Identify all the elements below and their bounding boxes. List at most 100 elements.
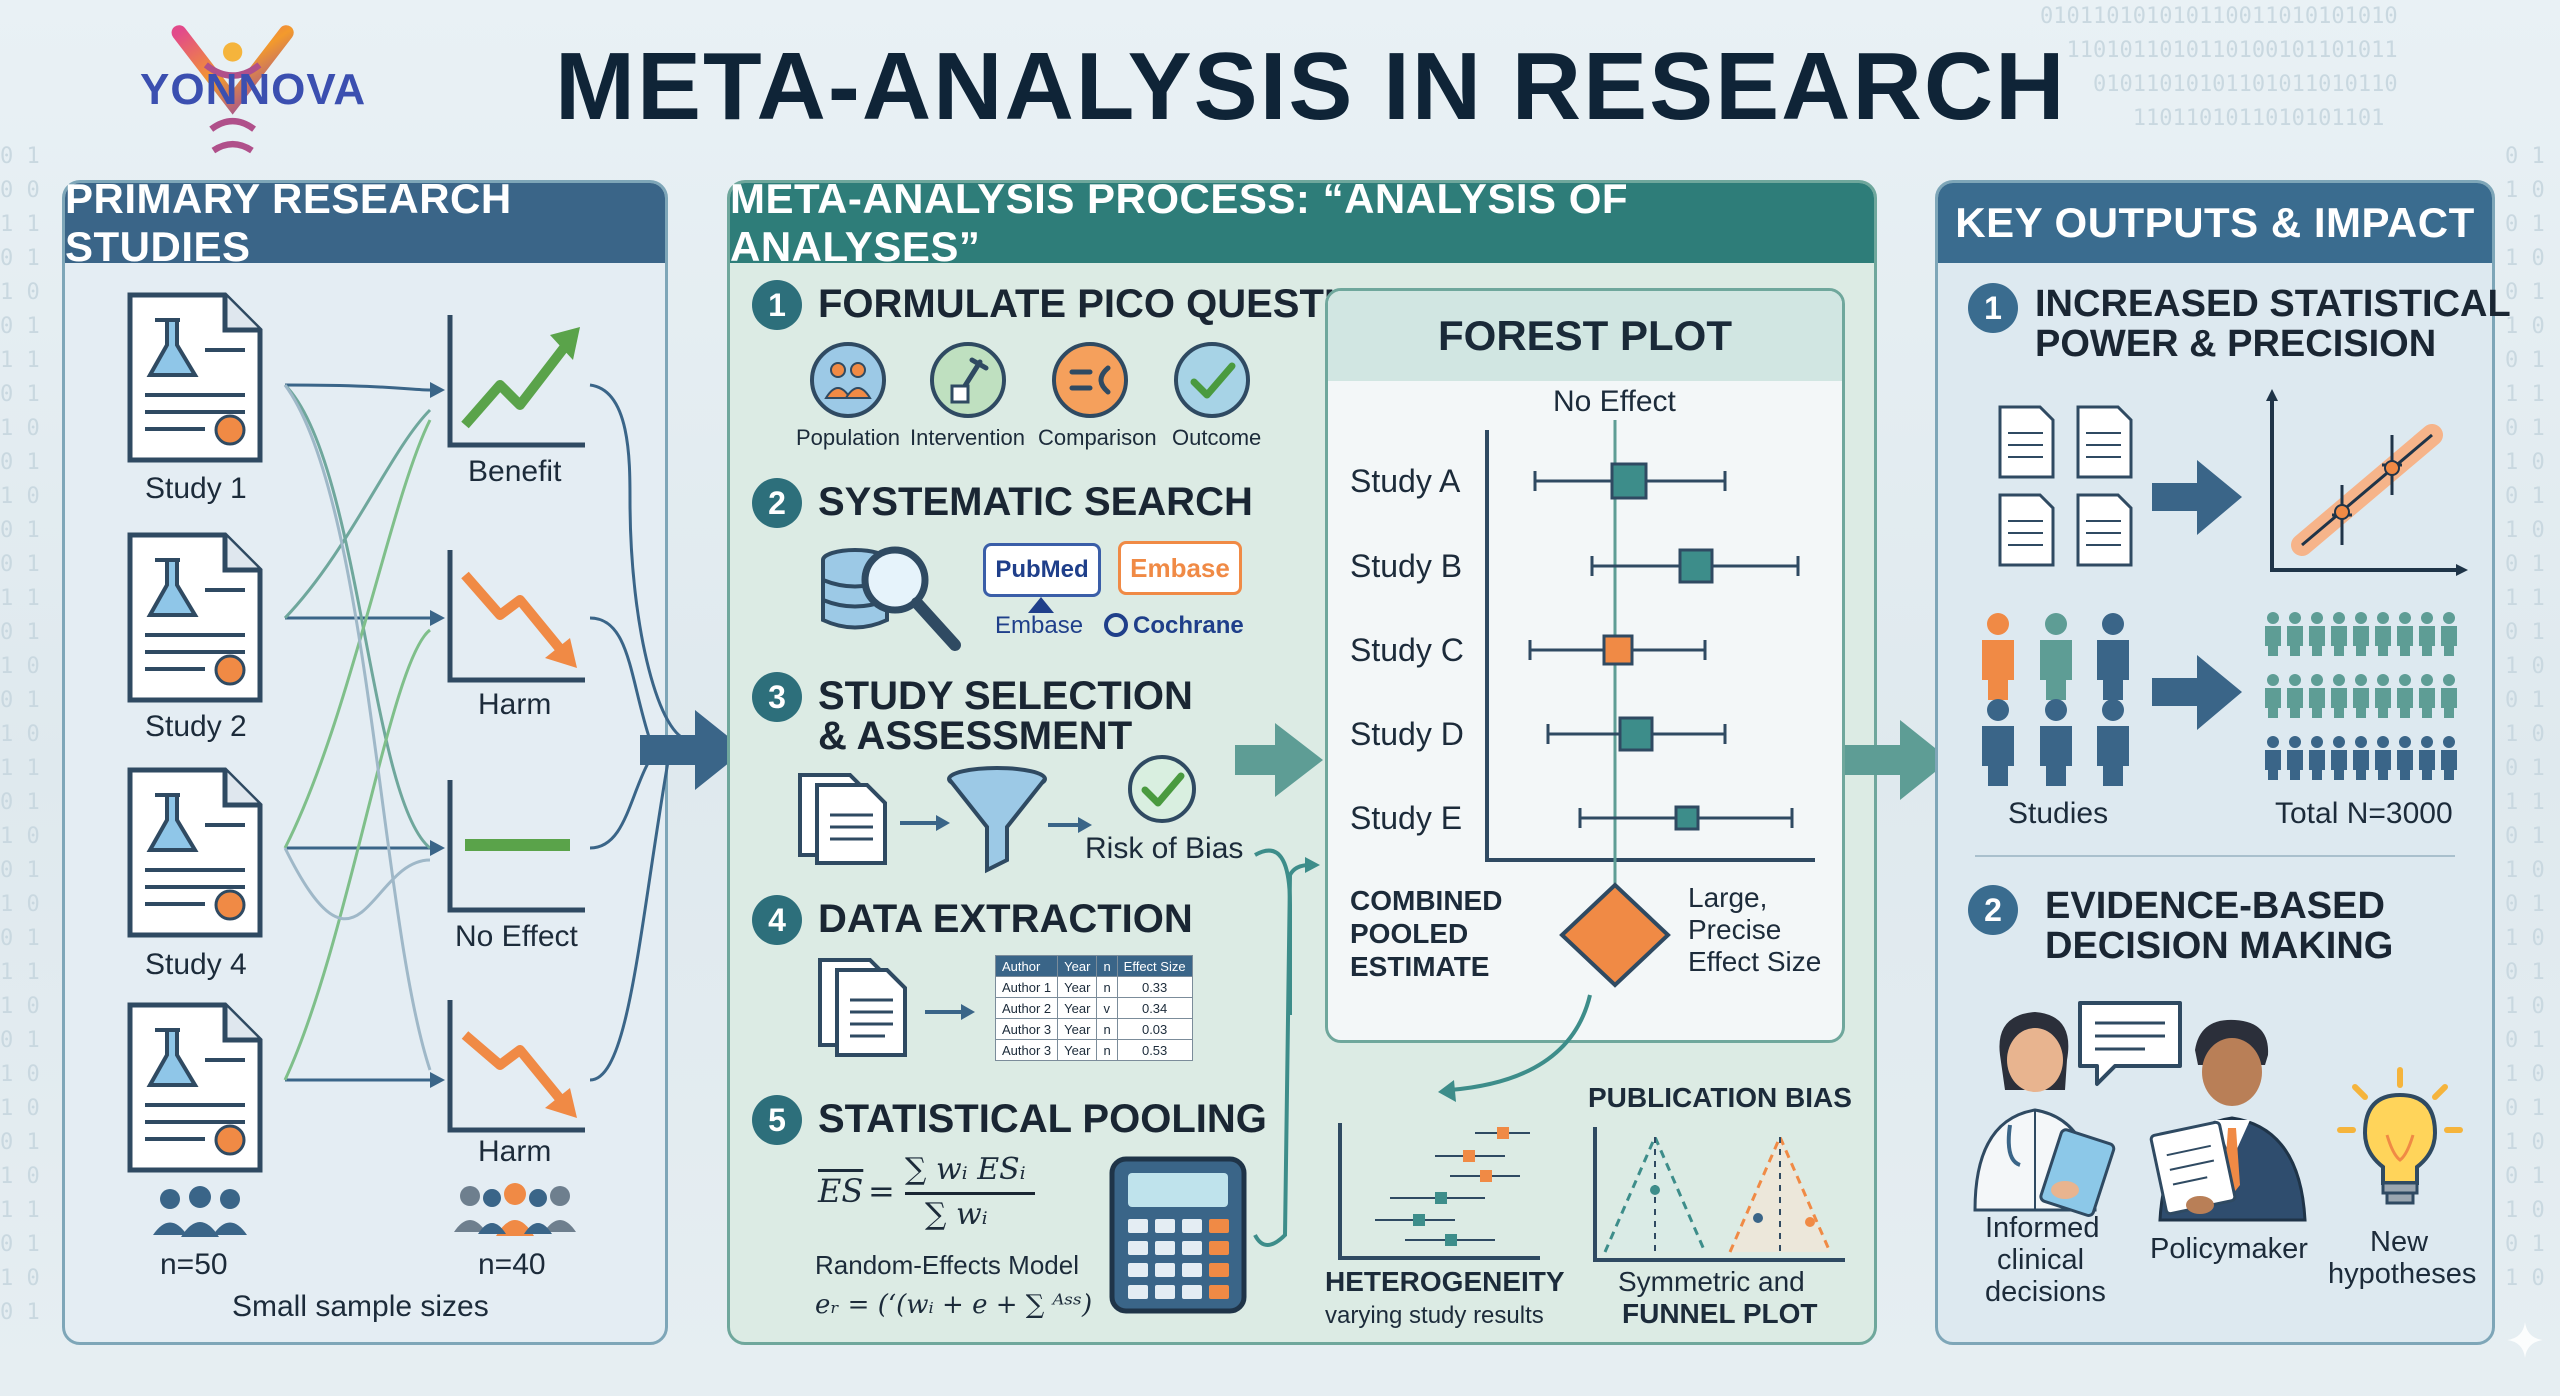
combined-estimate-label: POOLED [1350, 918, 1469, 949]
speech-bubble-icon [2078, 1001, 2182, 1086]
flow-arrow-icon [1845, 720, 1950, 800]
pooling-formula-lhs: ES [818, 1172, 864, 1210]
meta-analysis-process-header: META-ANALYSIS PROCESS: “ANALYSIS OF ANAL… [730, 175, 1874, 270]
table-cell: Author 1 [994, 976, 1059, 998]
table-cell: n [1096, 1018, 1118, 1040]
outcome-icon [1174, 342, 1250, 418]
effect-size-label: Precise [1688, 914, 1782, 945]
effect-label: Harm [478, 688, 552, 721]
flow-arrows-to-forest [1235, 723, 1323, 1247]
forest-plot-graphic [1485, 420, 1815, 988]
brand-name: YONNOVA [140, 65, 367, 114]
forest-study-label: Study E [1350, 800, 1463, 836]
filter-funnel-icon [947, 766, 1047, 874]
table-cell: v [1096, 997, 1118, 1019]
step-title: FORMULATE PICO QUESTION [818, 282, 1396, 326]
step-number-badge: 2 [752, 478, 802, 528]
outcome-label: decisions [1985, 1276, 2106, 1308]
table-cell: Author 3 [994, 1018, 1059, 1040]
heterogeneity-chart [1338, 1123, 1540, 1260]
arrow-icon [1048, 817, 1092, 833]
table-row: Author 3 Year n 0.53 [994, 1039, 1193, 1061]
table-header-cell: Effect Size [1116, 955, 1193, 977]
pico-label: Comparison [1038, 425, 1157, 450]
table-row: Author Year n Effect Size [994, 955, 1193, 977]
policymaker-icon [2149, 1019, 2307, 1222]
random-effects-formula: eᵣ = (‘(wᵢ + e + ∑ ᴬˢˢ) [815, 1290, 1093, 1320]
cochrane-logo-icon [1104, 613, 1128, 637]
harm-chart-icon [447, 550, 585, 683]
cochrane-label: Cochrane [1133, 612, 1244, 639]
output-title: EVIDENCE-BASED [2045, 885, 2385, 927]
table-row: Author 1 Year n 0.33 [994, 976, 1193, 998]
outcome-label: Informed [1985, 1212, 2100, 1244]
study-document-icon [127, 767, 263, 938]
binary-background-edge: 0 1 1 0 0 1 1 0 0 1 1 0 0 1 1 1 0 1 1 0 … [2505, 144, 2545, 1291]
funnel-plot-chart [1593, 1127, 1845, 1262]
intervention-icon [930, 342, 1006, 418]
heterogeneity-arrow [1438, 994, 1592, 1102]
forest-plot-title: FOREST PLOT [1328, 291, 1842, 381]
pooling-formula-numerator: ∑ wᵢ ESᵢ [905, 1152, 1026, 1187]
population-icon [810, 342, 886, 418]
calculator-icon [1109, 1156, 1247, 1314]
pico-label: Population [796, 425, 900, 450]
sparkle-icon [2507, 1322, 2543, 1358]
study-documents-grid-icon [1998, 405, 2133, 567]
step-title: & ASSESSMENT [818, 714, 1133, 758]
publication-bias-title: PUBLICATION BIAS [1588, 1082, 1852, 1113]
database-search-icon [821, 546, 961, 651]
table-cell: 0.33 [1116, 976, 1193, 998]
risk-of-bias-label: Risk of Bias [1085, 832, 1244, 865]
people-group-icon [153, 1186, 247, 1237]
flow-arrow-icon [2152, 655, 2242, 730]
pubmed-logo: PubMed [983, 543, 1101, 597]
output-number-badge: 1 [1968, 283, 2018, 333]
step-title: STATISTICAL POOLING [818, 1097, 1267, 1141]
table-cell: Year [1057, 997, 1098, 1019]
key-outputs-header: KEY OUTPUTS & IMPACT [1938, 183, 2492, 263]
effect-label: Harm [478, 1135, 552, 1168]
random-effects-label: Random-Effects Model [815, 1250, 1079, 1280]
study-label: Study 4 [145, 948, 247, 981]
table-cell: Author 3 [994, 1039, 1059, 1061]
documents-icon [818, 958, 907, 1057]
total-n-label: Total N=3000 [2275, 797, 2453, 830]
embase-label: Embase [995, 612, 1084, 639]
precision-chart-icon [2266, 389, 2468, 576]
studies-label: Studies [2008, 797, 2109, 830]
study-connections [283, 382, 691, 1088]
embase-logo: Embase [1118, 541, 1242, 595]
output-title: DECISION MAKING [2045, 925, 2394, 967]
table-cell: Year [1057, 976, 1098, 998]
documents-icon [798, 773, 887, 865]
benefit-chart-icon [447, 315, 585, 448]
effect-size-label: Large, [1688, 882, 1768, 913]
table-row: Author 2 Year v 0.34 [994, 997, 1193, 1019]
step-number-badge: 1 [752, 280, 802, 330]
section-divider [1975, 855, 2455, 857]
table-cell: Year [1057, 1018, 1098, 1040]
pooling-formula-denominator: ∑ wᵢ [925, 1197, 988, 1232]
study-document-icon [127, 1002, 263, 1173]
effect-label: Benefit [468, 455, 562, 488]
doctor-icon [1973, 1012, 2116, 1217]
table-header-cell: Author [994, 955, 1059, 977]
page-title: META-ANALYSIS IN RESEARCH [555, 33, 2067, 140]
comparison-icon [1052, 342, 1128, 418]
binary-background-left: 0 1 0 0 1 1 0 1 1 0 0 1 1 1 0 1 1 0 0 1 … [0, 144, 40, 1325]
table-cell: Year [1057, 1039, 1098, 1061]
output-number-badge: 2 [1968, 885, 2018, 935]
pico-label: Intervention [910, 425, 1025, 450]
heterogeneity-title: HETEROGENEITY [1325, 1266, 1565, 1297]
pooling-formula-equals: = [868, 1172, 895, 1210]
people-group-icon [454, 1183, 576, 1236]
table-cell: n [1096, 1039, 1118, 1061]
step-number-badge: 3 [752, 672, 802, 722]
table-cell: 0.34 [1116, 997, 1193, 1019]
forest-study-label: Study B [1350, 548, 1463, 584]
primary-studies-panel: PRIMARY RESEARCH STUDIES [62, 175, 668, 1345]
effect-label: No Effect [455, 920, 578, 953]
no-effect-chart-icon [447, 780, 585, 913]
flow-arrow-icon [640, 710, 745, 790]
